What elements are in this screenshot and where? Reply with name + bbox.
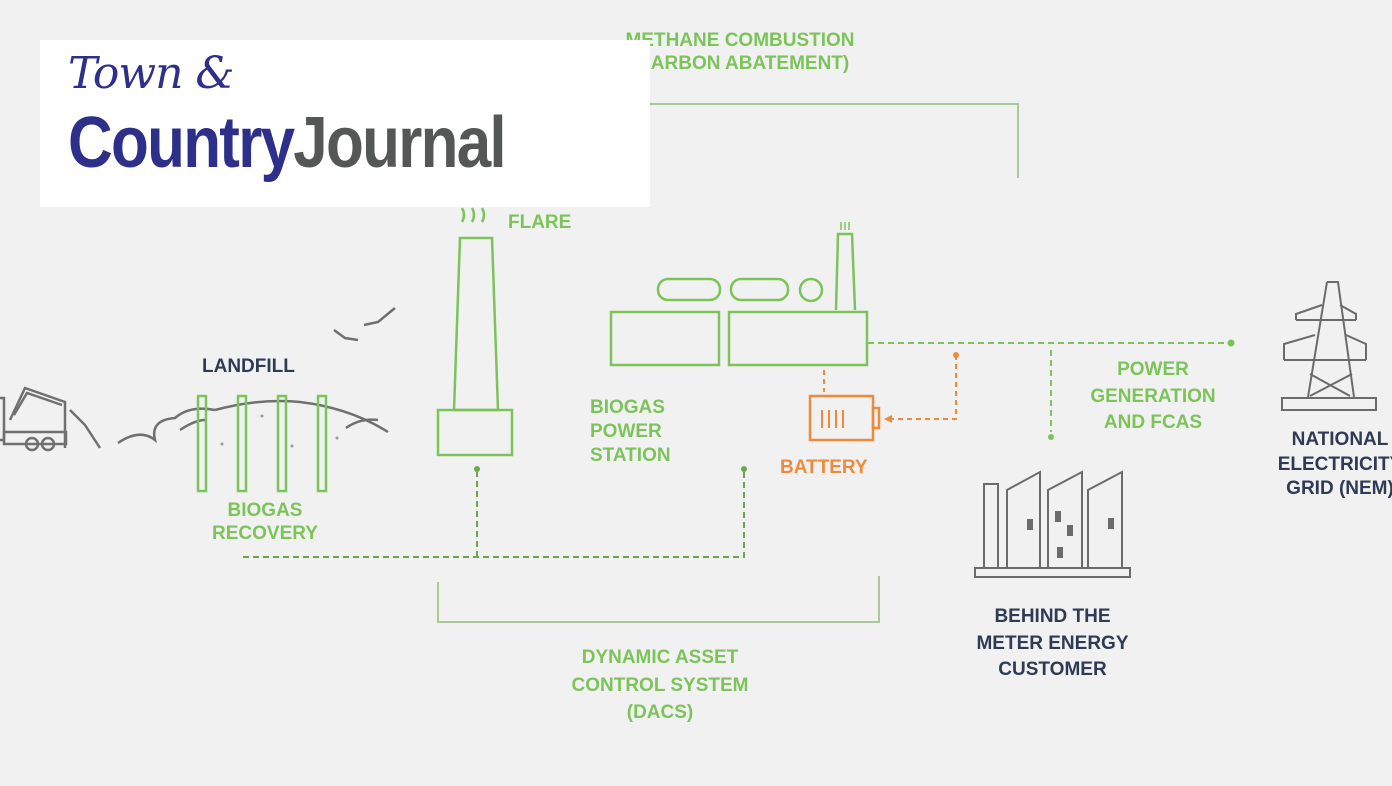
dacs-bracket (437, 576, 880, 623)
logo-journal: Journal (293, 103, 506, 183)
biogas-recovery-line1: BIOGAS (227, 500, 303, 521)
biogas-power-station-label: BIOGAS POWER STATION (590, 396, 710, 468)
power-station-line3: STATION (590, 445, 671, 467)
national-grid-label: NATIONAL ELECTRICITY GRID (NEM) (1240, 428, 1392, 502)
power-station-line1: BIOGAS (590, 397, 665, 418)
town-country-journal-logo[interactable]: Town & CountryJournal (40, 40, 650, 207)
garbage-truck-icon (0, 386, 102, 452)
biogas-wells-icon (196, 394, 328, 493)
landfill-label: LANDFILL (202, 356, 295, 377)
birds-icon (333, 307, 396, 342)
power-station-line2: POWER (590, 421, 662, 443)
grid-line1: NATIONAL (1291, 429, 1389, 450)
flare-label: FLARE (508, 212, 572, 233)
grid-line3: GRID (NEM) (1286, 478, 1392, 500)
power-generation-label: POWER GENERATION AND FCAS (1060, 357, 1246, 437)
logo-country: Country (68, 103, 295, 183)
customer-line1: BEHIND THE (994, 606, 1111, 627)
battery-label: BATTERY (780, 457, 868, 478)
biogas-recovery-label: BIOGAS RECOVERY (180, 500, 350, 546)
customer-line2: METER ENERGY (976, 632, 1129, 654)
transmission-tower-icon (1281, 281, 1377, 411)
dacs-line3: (DACS) (626, 702, 694, 724)
power-gen-line1: POWER (1117, 359, 1189, 380)
logo-town-text: Town & (68, 48, 235, 99)
customer-buildings-icon (974, 470, 1131, 578)
landfill-mound-icon (117, 399, 389, 445)
customer-line3: CUSTOMER (998, 659, 1107, 681)
battery-links (823, 355, 957, 420)
methane-combustion-label: METHANE COMBUSTION (CARBON ABATEMENT) (575, 30, 905, 76)
dacs-control-lines (243, 472, 745, 558)
biogas-recovery-line2: RECOVERY (212, 522, 318, 544)
methane-bracket (650, 103, 1019, 178)
logo-brand-text: CountryJournal (68, 102, 507, 184)
power-output-line (868, 342, 1228, 432)
power-gen-line3: AND FCAS (1103, 412, 1203, 434)
dacs-line2: CONTROL SYSTEM (571, 674, 749, 696)
battery-icon (808, 394, 881, 442)
methane-label-line2: (CARBON ABATEMENT) (630, 52, 850, 74)
methane-label-line1: METHANE COMBUSTION (625, 30, 855, 51)
customer-label: BEHIND THE METER ENERGY CUSTOMER (935, 604, 1170, 684)
power-station-icon (609, 222, 869, 367)
dacs-line1: DYNAMIC ASSET (581, 647, 739, 668)
power-gen-line2: GENERATION (1090, 385, 1216, 407)
dacs-label: DYNAMIC ASSET CONTROL SYSTEM (DACS) (520, 644, 800, 727)
grid-line2: ELECTRICITY (1277, 453, 1392, 475)
flare-stack-icon (436, 207, 514, 457)
